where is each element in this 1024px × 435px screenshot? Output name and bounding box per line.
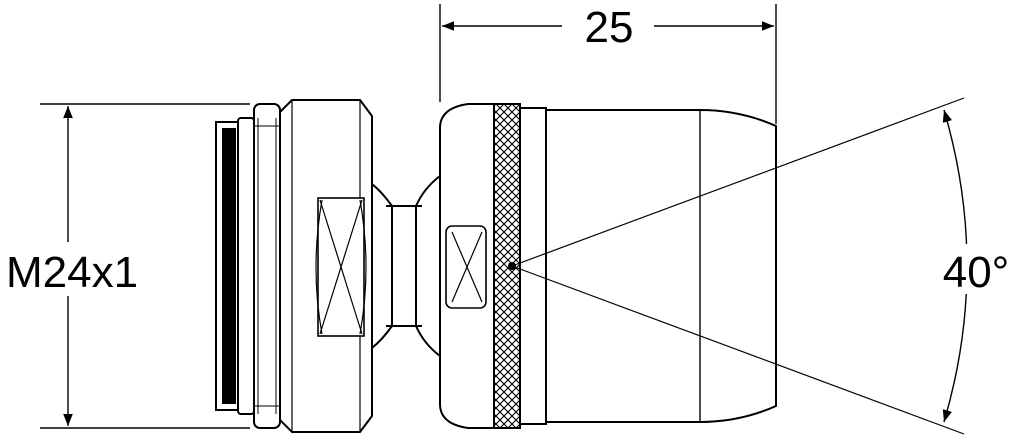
width-dimension-label: 25 xyxy=(585,3,634,52)
rotating-head xyxy=(439,103,495,429)
swivel-ball-joint xyxy=(371,173,441,359)
spray-angle-indicator xyxy=(508,97,1018,435)
thread-dimension xyxy=(0,103,250,429)
hex-nut xyxy=(279,99,373,433)
spray-angle-label: 40° xyxy=(943,248,1010,297)
knurled-grip-ring xyxy=(493,103,521,429)
spray-nozzle-body xyxy=(519,107,777,425)
thread-seal-ring xyxy=(215,121,241,411)
thread-body xyxy=(237,103,281,429)
head-flat-window xyxy=(445,225,487,309)
thread-dimension-label: M24x1 xyxy=(6,248,138,297)
width-dimension xyxy=(439,2,777,124)
